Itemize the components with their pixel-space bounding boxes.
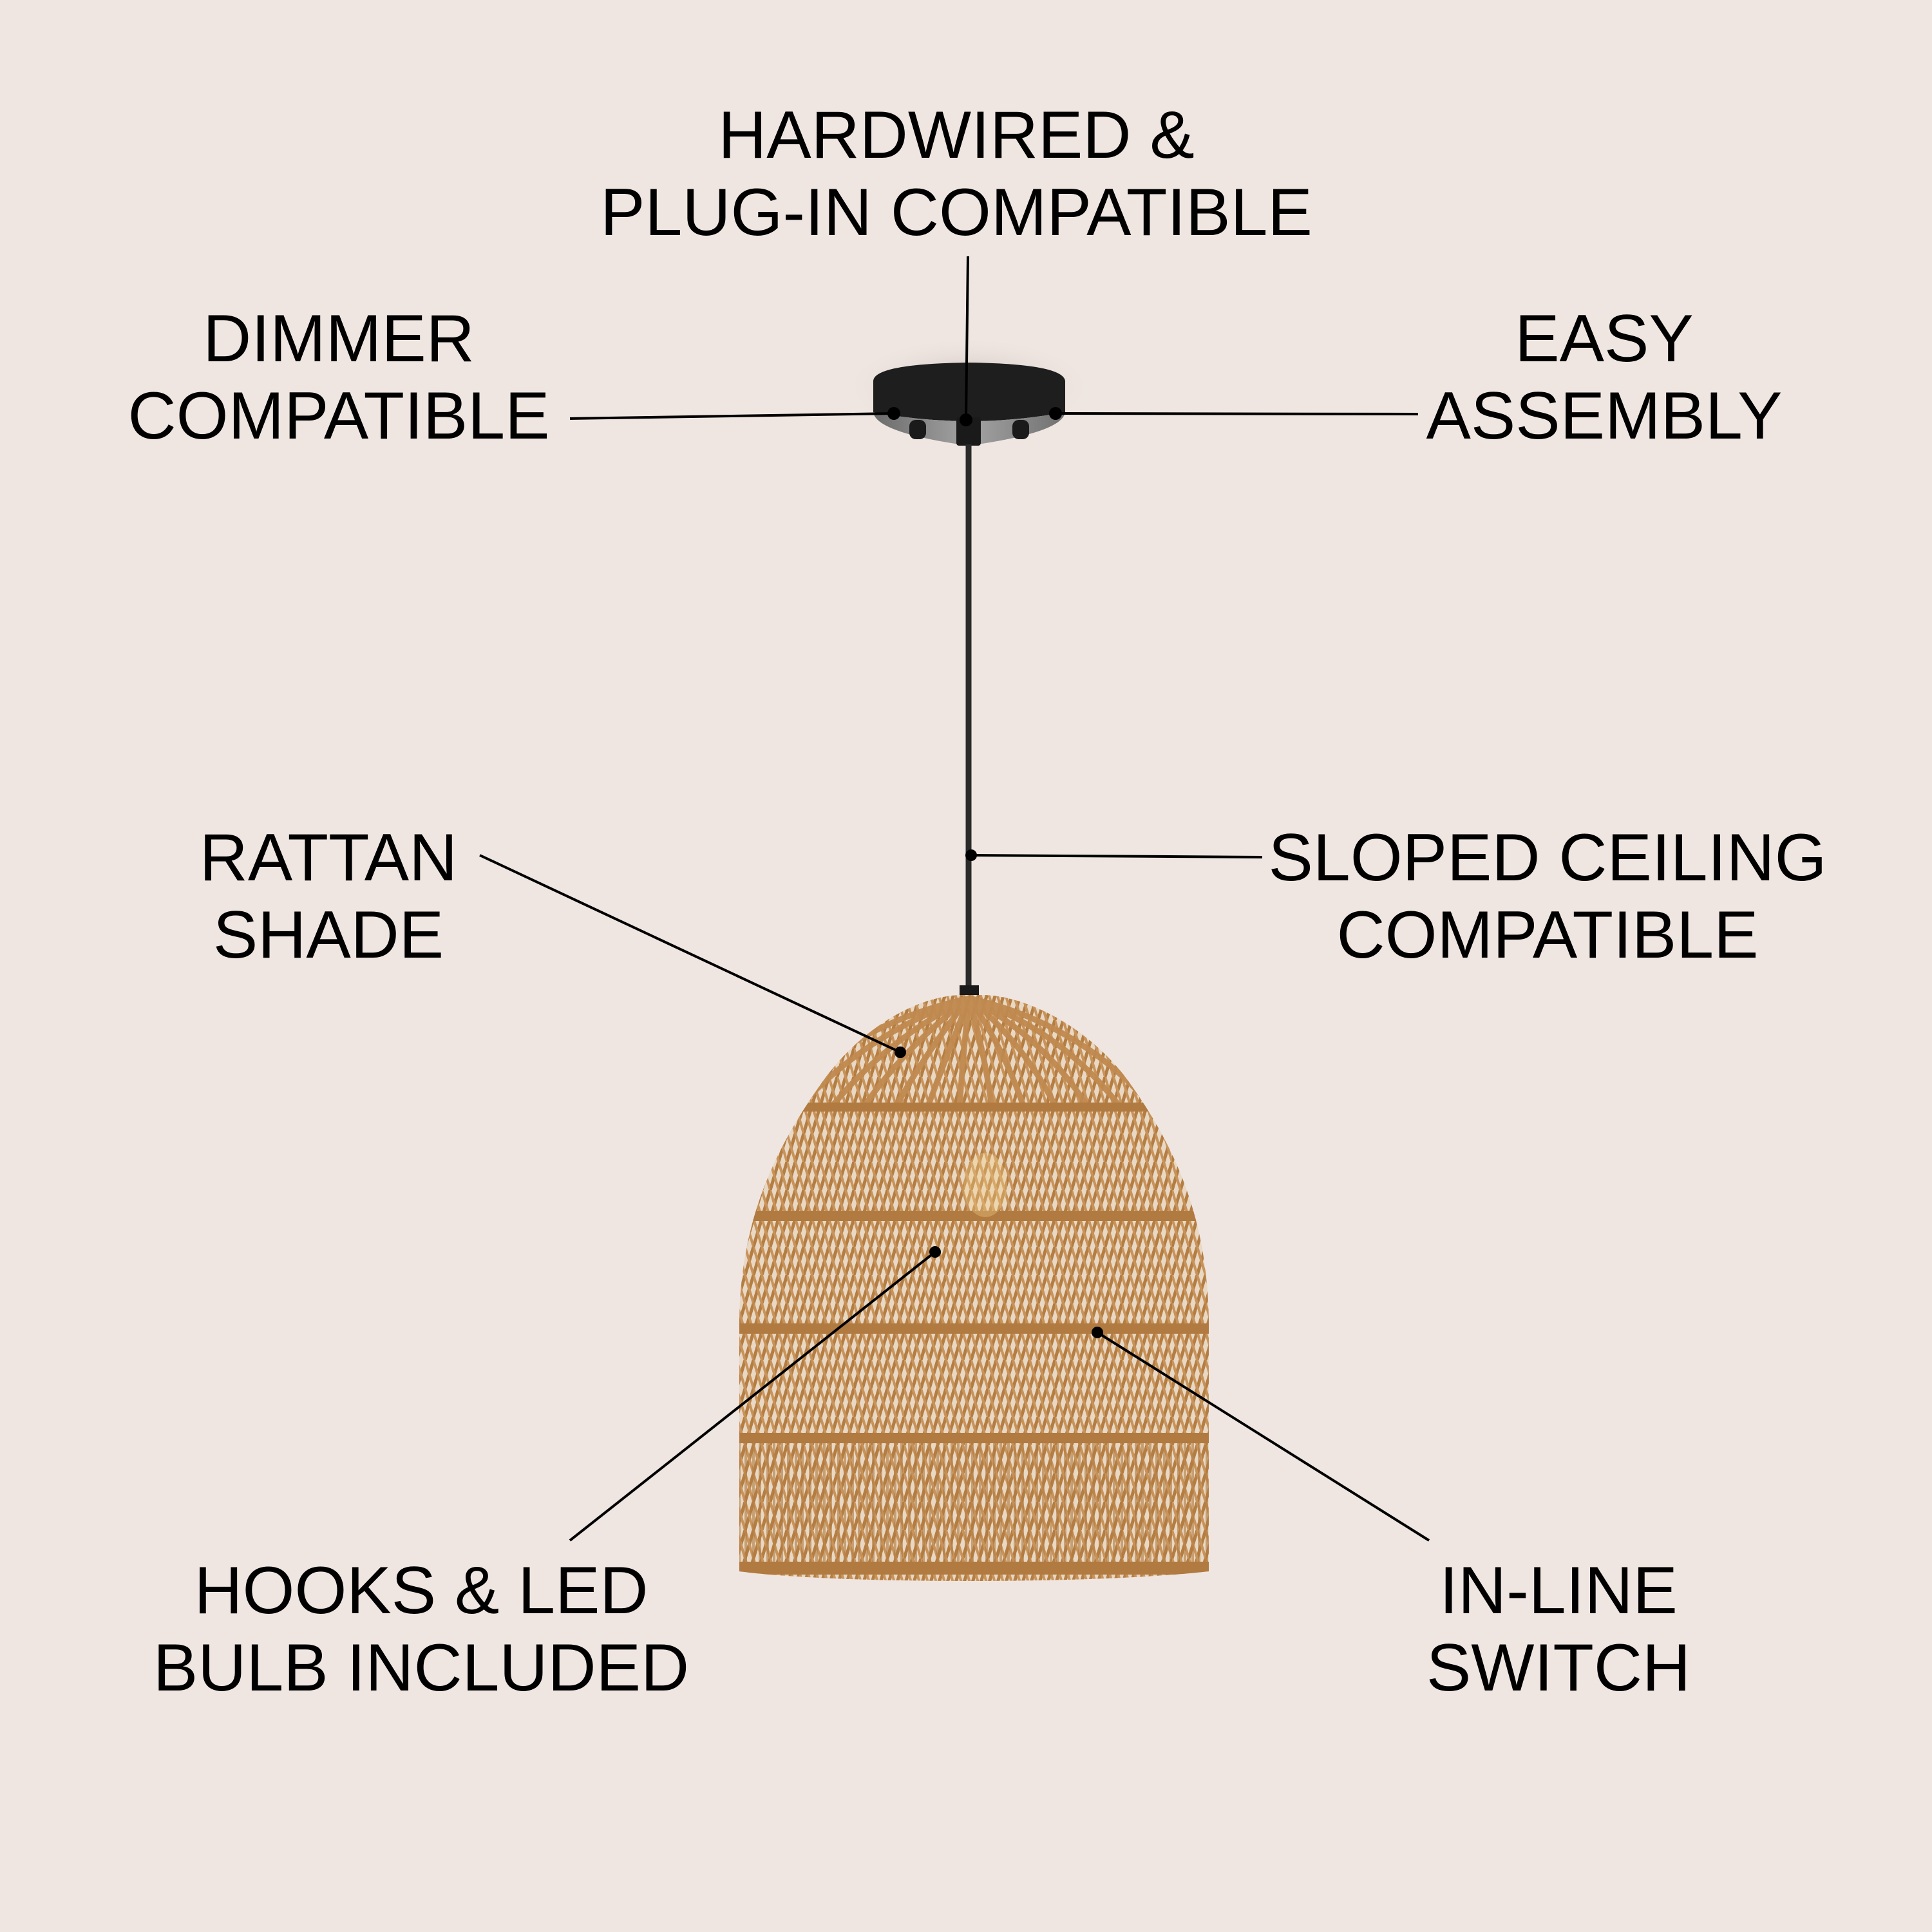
callout-line-hardwired [965, 256, 969, 419]
callout-dot-dimmer [887, 407, 900, 420]
feature-label-line: HARDWIRED & [718, 98, 1195, 173]
feature-label-line: SWITCH [1426, 1631, 1691, 1705]
callout-line-dimmer [569, 412, 895, 420]
feature-label-line: RATTAN [199, 820, 458, 895]
feature-label-line: HOOKS & LED [194, 1553, 649, 1628]
callout-dot-sloped-ceiling [965, 849, 977, 861]
feature-label-hooks-bulb: HOOKS & LED BULB INCLUDED [131, 1552, 711, 1707]
callout-dot-hardwired [960, 413, 972, 426]
rattan-shade [739, 995, 1209, 1581]
callout-dot-easy-assembly [1049, 407, 1062, 420]
feature-label-line: EASY [1515, 301, 1694, 376]
feature-label-line: COMPATIBLE [128, 379, 550, 453]
feature-label-line: PLUG-IN COMPATIBLE [600, 175, 1312, 250]
feature-label-line: COMPATIBLE [1336, 898, 1759, 972]
feature-label-rattan-shade: RATTAN SHADE [135, 819, 522, 974]
feature-label-line: IN-LINE [1439, 1553, 1678, 1628]
callout-dot-inline-switch [1092, 1327, 1103, 1338]
feature-label-inline-switch: IN-LINE SWITCH [1365, 1552, 1752, 1707]
feature-label-line: BULB INCLUDED [153, 1631, 690, 1705]
feature-label-line: SHADE [213, 898, 444, 972]
callout-dot-rattan-shade [895, 1046, 906, 1058]
callout-line-inline-switch [1096, 1331, 1430, 1542]
callout-dot-hooks-bulb [929, 1246, 941, 1258]
weave-bands [739, 1103, 1209, 1575]
feature-label-dimmer: DIMMER COMPATIBLE [81, 300, 596, 455]
callout-line-hooks-bulb [569, 1251, 936, 1542]
callout-lines [479, 256, 1430, 1542]
feature-label-line: ASSEMBLY [1426, 379, 1783, 453]
feature-label-line: SLOPED CEILING [1268, 820, 1827, 895]
callout-line-rattan-shade [479, 854, 901, 1054]
callout-line-sloped-ceiling [971, 854, 1263, 858]
feature-label-hardwired: HARDWIRED & PLUG-IN COMPATIBLE [570, 97, 1343, 251]
feature-label-sloped-ceiling: SLOPED CEILING COMPATIBLE [1226, 819, 1870, 974]
callout-dots [887, 407, 1103, 1338]
feature-label-easy-assembly: EASY ASSEMBLY [1347, 300, 1862, 455]
led-bulb [963, 1153, 1007, 1217]
callout-line-easy-assembly [1055, 412, 1419, 415]
feature-label-line: DIMMER [203, 301, 475, 376]
ceiling-canopy [873, 363, 1065, 446]
